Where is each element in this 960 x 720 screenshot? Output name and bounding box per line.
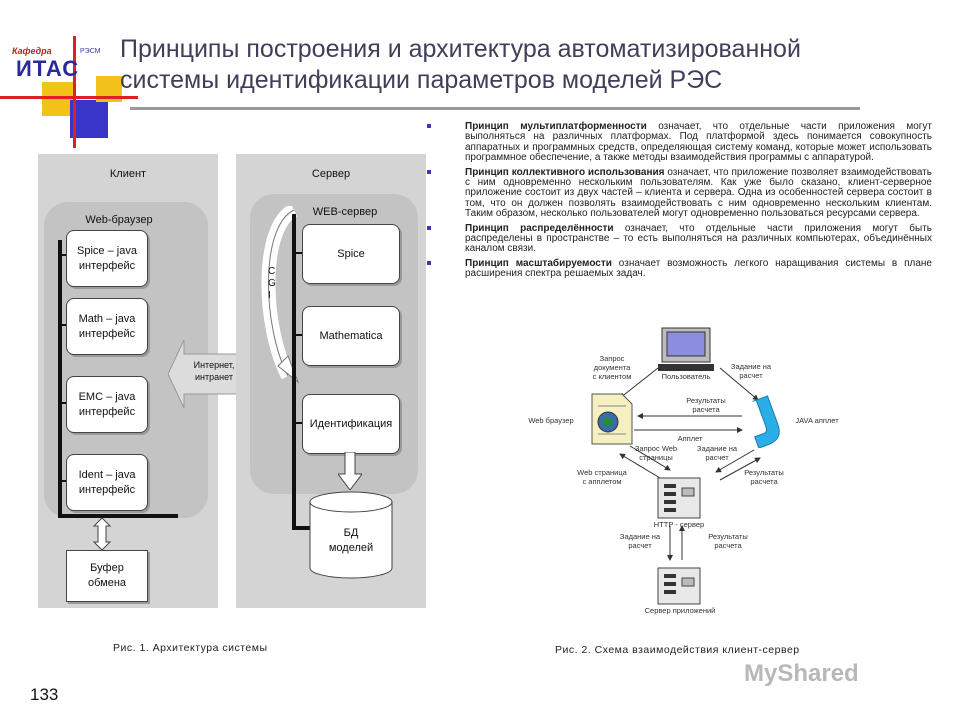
list-item: Принцип масштабируемости означает возмож… <box>427 257 932 280</box>
scheme-arrows <box>619 367 761 561</box>
label-web-page-request: Запрос Web страницы <box>634 444 678 462</box>
web-browser-document-icon <box>591 393 633 445</box>
label-task-calc-mid: Задание на расчет <box>696 444 738 462</box>
principle-term: Принцип распределённости <box>465 222 614 234</box>
principle-text: означает, что отдельные части приложения… <box>465 121 932 164</box>
client-server-scheme: Пользователь Запрос документа с клиентом… <box>520 320 850 620</box>
connector <box>296 334 304 336</box>
figure-1-caption: Рис. 1. Архитектура системы <box>113 642 268 654</box>
label-java-applet: JAVA апплет <box>795 416 839 425</box>
page-number: 133 <box>30 685 59 704</box>
principle-text: означает, что отдельные части приложения… <box>465 222 932 255</box>
client-bus-bottom <box>58 514 178 518</box>
logo-red-vertical-line <box>73 36 76 148</box>
java-applet-icon <box>752 395 780 448</box>
bullet-icon <box>427 225 431 230</box>
client-header: Клиент <box>109 168 147 180</box>
logo-small-text: РЭСМ <box>80 48 101 55</box>
principles-list: Принцип мультиплатформенности означает, … <box>427 121 932 284</box>
watermark: MyShared <box>744 660 859 687</box>
architecture-diagram: Клиент Web-браузер Spice – java интерфей… <box>38 154 430 610</box>
app-server-icon <box>657 567 701 605</box>
server-box-spice: Spice <box>302 224 400 284</box>
title-divider <box>130 107 860 110</box>
connector <box>296 252 304 254</box>
server-bus-line <box>292 214 296 530</box>
web-browser-label: Web-браузер <box>85 214 153 226</box>
db-down-arrow <box>338 452 362 490</box>
connector <box>62 324 68 326</box>
logo-mark: ИТАС <box>16 56 80 81</box>
list-item: Принцип мультиплатформенности означает, … <box>427 121 932 164</box>
server-header: Сервер <box>311 168 351 180</box>
db-cylinder-icon <box>309 491 393 579</box>
network-label: Интернет, интранет <box>193 360 235 382</box>
client-box-spice: Spice – java интерфейс <box>66 230 148 287</box>
label-applet: Апплет <box>677 434 703 443</box>
server-box-identification: Идентификация <box>302 394 400 454</box>
user-computer-icon <box>658 327 714 371</box>
bullet-icon <box>427 124 431 128</box>
label-app-server: Сервер приложений <box>644 606 716 615</box>
label-user: Пользователь <box>661 372 711 381</box>
server-box-mathematica: Mathematica <box>302 306 400 366</box>
list-item: Принцип коллективного использования озна… <box>427 166 932 220</box>
label-web-browser: Web браузер <box>528 416 574 425</box>
client-panel: Клиент Web-браузер Spice – java интерфей… <box>38 154 218 608</box>
db-label: БД моделей <box>328 527 374 554</box>
label-http-server: HTTP - сервер <box>653 520 705 529</box>
connector <box>296 526 310 530</box>
connector <box>62 254 68 256</box>
label-calc-results-bottom: Результаты расчета <box>708 532 748 550</box>
principle-text: означает, что приложение позволяет взаим… <box>465 166 932 220</box>
bullet-icon <box>427 169 431 174</box>
client-box-ident: Ident – java интерфейс <box>66 454 148 511</box>
label-task-calc-top: Задание на расчет <box>730 362 772 380</box>
cgi-label: C G I <box>268 266 276 301</box>
label-calc-results-mid: Результаты расчета <box>686 396 726 414</box>
figure-2-caption: Рис. 2. Схема взаимодействия клиент-серв… <box>555 644 800 656</box>
principle-text: означает возможность легкого наращивания… <box>465 257 932 280</box>
connector <box>62 402 68 404</box>
principle-term: Принцип мультиплатформенности <box>465 121 647 132</box>
connector <box>62 480 68 482</box>
principle-term: Принцип коллективного использования <box>465 166 665 178</box>
principle-term: Принцип масштабируемости <box>465 257 612 269</box>
logo-dept-text: Кафедра <box>12 46 52 56</box>
itas-logo: Кафедра ИТАС РЭСМ <box>0 0 140 150</box>
label-task-calc-bottom: Задание на расчет <box>619 532 661 550</box>
list-item: Принцип распределённости означает, что о… <box>427 222 932 255</box>
label-calc-results-right: Результаты расчета <box>744 468 784 486</box>
server-panel: Сервер WEB-сервер C G I Spice Mathematic… <box>236 154 426 608</box>
label-doc-request: Запрос документа с клиентом <box>592 354 632 381</box>
bullet-icon <box>427 260 431 265</box>
client-bus-line <box>58 240 62 518</box>
buffer-box: Буфер обмена <box>66 550 148 602</box>
client-box-math: Math – java интерфейс <box>66 298 148 355</box>
http-server-icon <box>657 477 701 519</box>
web-server-label: WEB-сервер <box>312 206 378 218</box>
buffer-double-arrow <box>92 518 112 550</box>
logo-red-horizontal-line <box>0 96 138 99</box>
label-web-page-applet: Web страница с апплетом <box>577 468 627 486</box>
slide-title: Принципы построения и архитектура автома… <box>120 35 801 94</box>
logo-blue-square <box>70 100 108 138</box>
client-box-emc: EMC – java интерфейс <box>66 376 148 433</box>
connector <box>296 422 304 424</box>
